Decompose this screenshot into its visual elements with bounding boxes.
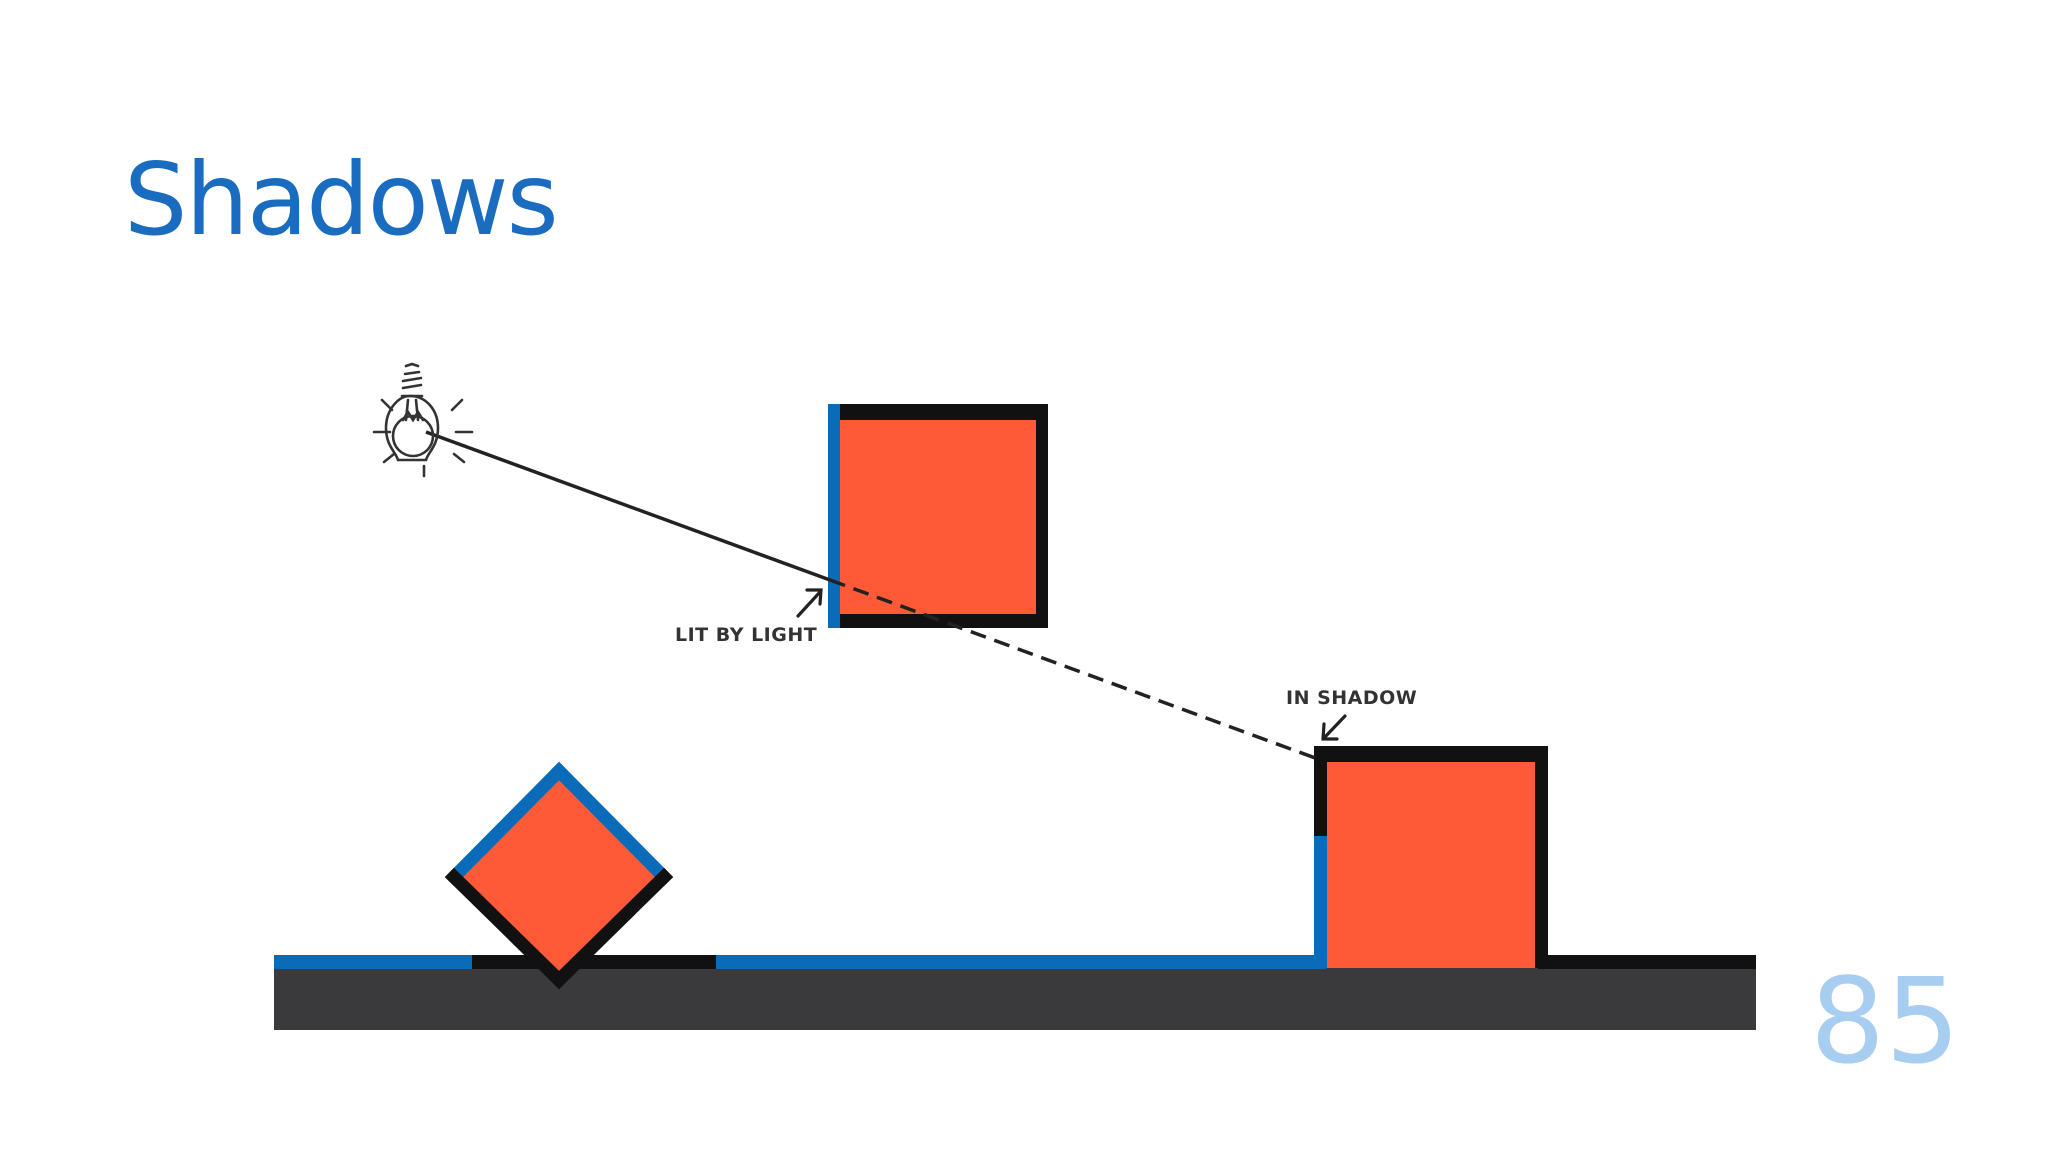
ground-shadow-surface-right (1538, 955, 1756, 969)
diamond-lit-edge-right (549, 761, 674, 887)
lit-arrow-icon (796, 588, 823, 618)
lower-square-lit-edge (1314, 836, 1327, 968)
light-bulb-icon (372, 362, 474, 478)
upper-square-fill (840, 420, 1036, 614)
ground-shadow-surface-under-diamond (472, 955, 716, 969)
diamond-lit-edge-left (444, 761, 569, 887)
lit-by-light-label: LIT BY LIGHT (675, 624, 817, 646)
blocked-light-ray (829, 578, 1319, 761)
diamond-shadow-edge-left (444, 867, 569, 990)
upper-square-object (828, 404, 1048, 628)
ground-lit-surface-middle (716, 955, 1326, 969)
ground-lit-surface-left (274, 955, 474, 969)
diamond-object (444, 761, 674, 990)
upper-square-lit-edge (828, 404, 840, 628)
light-ray (425, 430, 831, 582)
lower-square-fill (1327, 762, 1535, 968)
in-shadow-label: IN SHADOW (1286, 687, 1417, 709)
diamond-fill (454, 771, 664, 980)
slide-title: Shadows (124, 141, 559, 258)
shadow-arrow-icon (1321, 714, 1347, 741)
ground (274, 962, 1756, 1030)
slide-number: 85 (1810, 952, 1961, 1090)
diamond-shadow-edge-right (549, 867, 674, 990)
lower-square-object (1314, 746, 1548, 968)
